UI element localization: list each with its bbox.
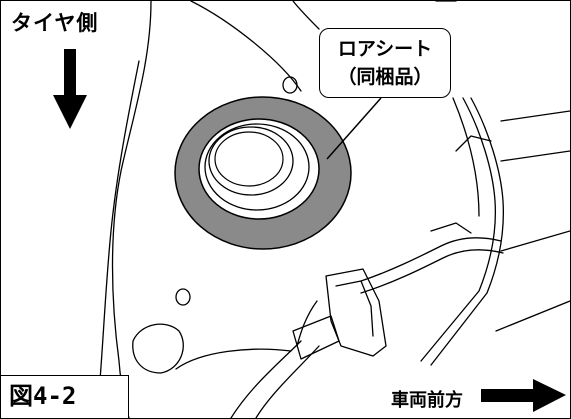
brake-line <box>420 97 497 362</box>
figure-number: 図4-2 <box>1 375 129 418</box>
lower-hole <box>175 288 191 306</box>
vehicle-front-label: 車両前方 <box>391 390 463 411</box>
bump-stop <box>132 323 184 374</box>
part-name: ロアシート <box>337 38 433 60</box>
part-note: （同梱品） <box>337 66 433 88</box>
callout-leader-line <box>326 97 382 160</box>
lower-seat <box>174 96 352 250</box>
body-panel-inner-edge <box>96 60 140 418</box>
body-panel-top <box>190 1 302 92</box>
upper-hole <box>282 76 298 94</box>
tire-side-label: タイヤ側 <box>11 11 99 35</box>
arrow-right-icon <box>481 379 566 412</box>
arrow-down-icon <box>53 49 87 129</box>
part-callout: ロアシート （同梱品） <box>319 28 451 98</box>
connector <box>325 268 387 357</box>
body-panel-edge <box>111 1 152 418</box>
wire-harness <box>360 237 502 282</box>
